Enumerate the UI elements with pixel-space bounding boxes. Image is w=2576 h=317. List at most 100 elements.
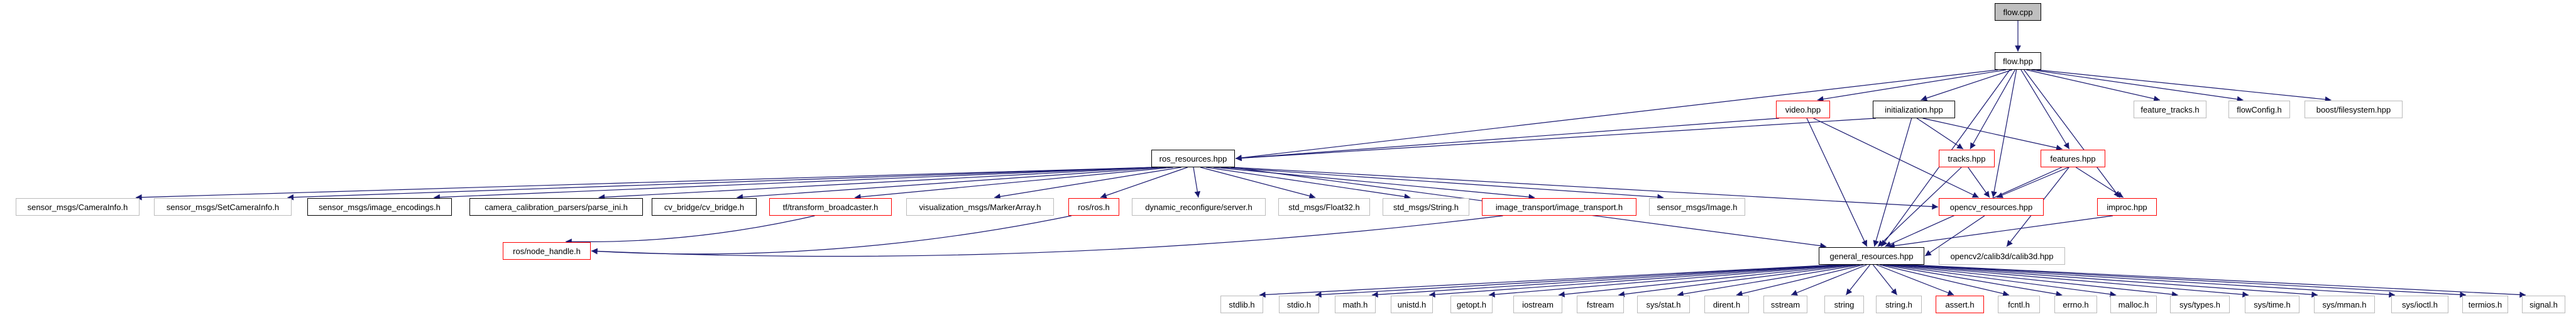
include-edge-tracks_hpp--opencv_resources_hpp: [1968, 167, 1990, 198]
graph-node-flow_cpp: flow.cpp: [1995, 3, 2041, 21]
graph-node-sensor_msgs_image_encodings_h[interactable]: sensor_msgs/image_encodings.h: [307, 198, 452, 216]
graph-node-sensor_msgs_camerainfo_h: sensor_msgs/CameraInfo.h: [16, 198, 140, 216]
include-edge-improc_hpp--general_resources_hpp: [1888, 215, 2113, 249]
include-edge-flow_hpp--video_hpp: [1817, 69, 2007, 103]
graph-node-general_resources_hpp[interactable]: general_resources.hpp: [1819, 247, 1924, 265]
include-edge-flow_hpp--tracks_hpp: [1970, 69, 2015, 150]
include-edge-general_resources_hpp--sstream: [1790, 264, 1867, 296]
include-edge-general_resources_hpp--string_h: [1872, 264, 1898, 296]
graph-node-sys_time_h: sys/time.h: [2245, 296, 2299, 313]
graph-node-initialization_hpp[interactable]: initialization.hpp: [1873, 101, 1955, 118]
graph-node-iostream: iostream: [1513, 296, 1562, 313]
graph-node-std_msgs_string_h: std_msgs/String.h: [1383, 198, 1469, 216]
graph-node-signal_h: signal.h: [2522, 296, 2565, 313]
graph-node-math_h: math.h: [1335, 296, 1376, 313]
graph-node-flowconfig_h: flowConfig.h: [2228, 101, 2290, 118]
graph-node-ros_node_handle_h[interactable]: ros/node_handle.h: [503, 242, 591, 260]
graph-node-assert_h[interactable]: assert.h: [1936, 296, 1984, 313]
include-edge-image_transport_image_transport_h--ros_node_handle_h: [591, 215, 1503, 257]
include-edge-ros_resources_hpp--image_transport_image_transport_h: [1213, 167, 1535, 200]
include-edge-flow_hpp--improc_hpp: [2024, 69, 2120, 198]
graph-node-stdlib_h: stdlib.h: [1220, 296, 1263, 313]
include-edge-general_resources_hpp--assert_h: [1876, 264, 1954, 296]
include-edge-video_hpp--opencv_resources_hpp: [1813, 118, 1979, 198]
include-edge-features_hpp--improc_hpp: [2075, 167, 2124, 198]
include-edge-flow_hpp--features_hpp: [2020, 69, 2070, 150]
graph-node-string_h: string.h: [1876, 296, 1922, 313]
include-edge-ros_resources_hpp--dynamic_reconfigure_server_h: [1193, 167, 1201, 198]
include-edge-ros_resources_hpp--sensor_msgs_image_encodings_h: [434, 167, 1155, 201]
include-edge-general_resources_hpp--sys_time_h: [1894, 264, 2249, 298]
graph-node-tf_transform_broadcaster_h[interactable]: tf/transform_broadcaster.h: [769, 198, 892, 216]
graph-node-opencv_resources_hpp[interactable]: opencv_resources.hpp: [1939, 198, 2044, 216]
graph-node-stdio_h: stdio.h: [1279, 296, 1319, 313]
include-edge-video_hpp--ros_resources_hpp: [1235, 118, 1780, 162]
graph-node-boost_filesystem_hpp: boost/filesystem.hpp: [2305, 101, 2403, 118]
graph-node-sys_mman_h: sys/mman.h: [2314, 296, 2375, 313]
include-edge-ros_resources_hpp--cv_bridge_cv_bridge_h: [737, 167, 1166, 201]
include-edge-general_resources_hpp--sys_stat_h: [1677, 264, 1860, 298]
graph-node-sensor_msgs_setcamerainfo_h: sensor_msgs/SetCameraInfo.h: [154, 198, 292, 216]
include-edge-flow_hpp--ros_resources_hpp: [1235, 69, 1998, 161]
graph-node-ros_resources_hpp[interactable]: ros_resources.hpp: [1151, 150, 1235, 167]
include-edge-video_hpp--general_resources_hpp: [1806, 118, 1868, 247]
graph-node-flow_hpp[interactable]: flow.hpp: [1995, 52, 2041, 70]
graph-node-fstream: fstream: [1577, 296, 1624, 313]
graph-node-tracks_hpp[interactable]: tracks.hpp: [1939, 150, 1995, 167]
graph-node-string: string: [1824, 296, 1864, 313]
include-edge-general_resources_hpp--fcntl_h: [1879, 264, 2010, 297]
include-edge-initialization_hpp--ros_resources_hpp: [1235, 118, 1877, 162]
graph-node-sstream: sstream: [1763, 296, 1807, 313]
include-edge-opencv_resources_hpp--general_resources_hpp: [1924, 215, 1985, 257]
include-edge-general_resources_hpp--signal_h: [1909, 264, 2526, 298]
include-edge-initialization_hpp--tracks_hpp: [1916, 118, 1964, 150]
include-edge-ros_resources_hpp--tf_transform_broadcaster_h: [854, 167, 1173, 200]
include-edge-general_resources_hpp--sys_types_h: [1889, 264, 2178, 298]
include-edge-flow_hpp--initialization_hpp: [1921, 69, 2012, 101]
graph-node-dynamic_reconfigure_server_h: dynamic_reconfigure/server.h: [1132, 198, 1266, 216]
graph-node-dirent_h: dirent.h: [1704, 296, 1749, 313]
include-edge-general_resources_hpp--math_h: [1371, 264, 1843, 298]
include-edge-flow_hpp--feature_tracks_h: [2026, 69, 2161, 102]
include-edge-tf_transform_broadcaster_h--ros_node_handle_h: [566, 215, 815, 245]
include-edge-ros_resources_hpp--std_msgs_string_h: [1205, 167, 1411, 200]
graph-node-sys_ioctl_h: sys/ioctl.h: [2391, 296, 2448, 313]
include-edge-initialization_hpp--features_hpp: [1922, 118, 2063, 151]
include-edge-general_resources_hpp--unistd_h: [1428, 264, 1846, 298]
include-edge-ros_resources_hpp--sensor_msgs_setcamerainfo_h: [287, 167, 1155, 201]
graph-node-fcntl_h: fcntl.h: [1998, 296, 2040, 313]
graph-node-video_hpp[interactable]: video.hpp: [1776, 101, 1830, 118]
graph-node-ros_ros_h[interactable]: ros/ros.h: [1068, 198, 1119, 216]
include-edge-general_resources_hpp--string: [1845, 264, 1871, 296]
graph-node-termios_h: termios.h: [2462, 296, 2508, 313]
graph-node-unistd_h: unistd.h: [1391, 296, 1433, 313]
graph-node-cv_bridge_cv_bridge_h[interactable]: cv_bridge/cv_bridge.h: [652, 198, 757, 216]
graph-node-malloc_h: malloc.h: [2110, 296, 2157, 313]
include-edge-ros_ros_h--ros_node_handle_h: [591, 215, 1072, 255]
include-edge-ros_resources_hpp--ros_ros_h: [1100, 167, 1188, 199]
include-edge-initialization_hpp--general_resources_hpp: [1873, 118, 1912, 247]
include-edge-ros_resources_hpp--sensor_msgs_image_h: [1221, 167, 1664, 201]
include-edge-general_resources_hpp--termios_h: [1905, 264, 2467, 298]
graph-node-sys_types_h: sys/types.h: [2170, 296, 2230, 313]
graph-node-camera_calibration_parsers_parse_ini_h[interactable]: camera_calibration_parsers/parse_ini.h: [469, 198, 643, 216]
include-edge-general_resources_hpp--iostream: [1558, 264, 1853, 298]
include-edge-general_resources_hpp--sys_mman_h: [1897, 264, 2318, 298]
graph-node-opencv2_calib3d_hpp: opencv2/calib3d/calib3d.hpp: [1939, 247, 2065, 265]
include-edge-ros_resources_hpp--sensor_msgs_camerainfo_h: [135, 167, 1155, 201]
graph-node-sensor_msgs_image_h: sensor_msgs/Image.h: [1649, 198, 1745, 216]
include-edge-ros_resources_hpp--camera_calibration_parsers_parse_ini_h: [598, 167, 1158, 201]
include-edge-flow_hpp--opencv_resources_hpp: [1991, 69, 2017, 198]
include-edge-ros_resources_hpp--std_msgs_float32_h: [1200, 167, 1316, 199]
graph-node-feature_tracks_h: feature_tracks.h: [2134, 101, 2206, 118]
graph-node-sys_stat_h: sys/stat.h: [1637, 296, 1690, 313]
graph-node-features_hpp[interactable]: features.hpp: [2041, 150, 2105, 167]
include-edge-general_resources_hpp--malloc_h: [1886, 264, 2117, 298]
graph-node-improc_hpp[interactable]: improc.hpp: [2097, 198, 2157, 216]
include-edge-ros_resources_hpp--opencv_resources_hpp: [1231, 167, 1939, 210]
include-edge-general_resources_hpp--stdlib_h: [1259, 264, 1837, 298]
graph-node-image_transport_image_transport_h[interactable]: image_transport/image_transport.h: [1482, 198, 1636, 216]
include-edge-general_resources_hpp--errno_h: [1882, 264, 2063, 298]
include-edge-tracks_hpp--general_resources_hpp: [1877, 167, 1962, 247]
